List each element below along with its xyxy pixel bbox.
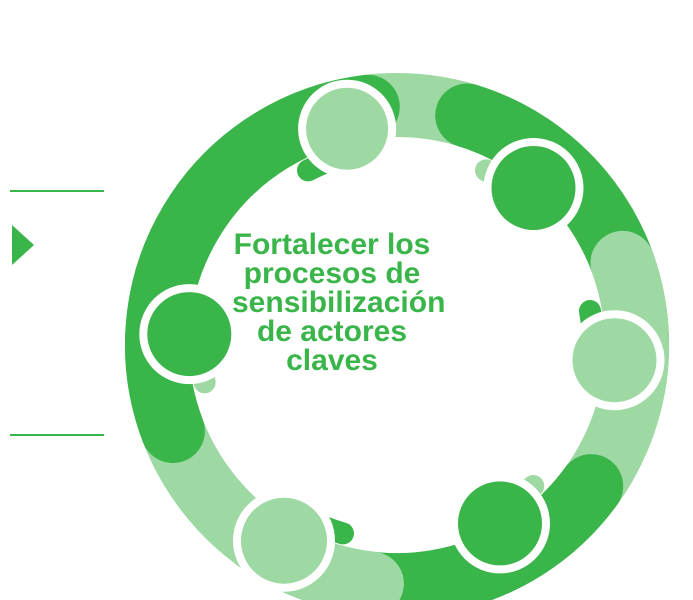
figure-head-2 (491, 146, 576, 230)
figure-head-1 (306, 87, 389, 170)
figure-head-5 (241, 497, 327, 584)
center-title: Fortalecer los procesos de sensibilizaci… (232, 228, 446, 377)
figure-head-6 (147, 292, 232, 377)
center-title-line-4: de actores (256, 315, 408, 348)
center-title-line-3: sensibilización (232, 286, 446, 319)
center-title-line-2: procesos de (243, 257, 421, 290)
divider-bottom (10, 434, 104, 436)
figure-head-4 (458, 481, 542, 566)
play-arrow-icon (12, 225, 34, 265)
center-title-line-1: Fortalecer los (233, 228, 431, 261)
figure-head-3 (572, 318, 657, 403)
divider-top (10, 190, 104, 192)
center-title-line-5: claves (286, 344, 378, 377)
